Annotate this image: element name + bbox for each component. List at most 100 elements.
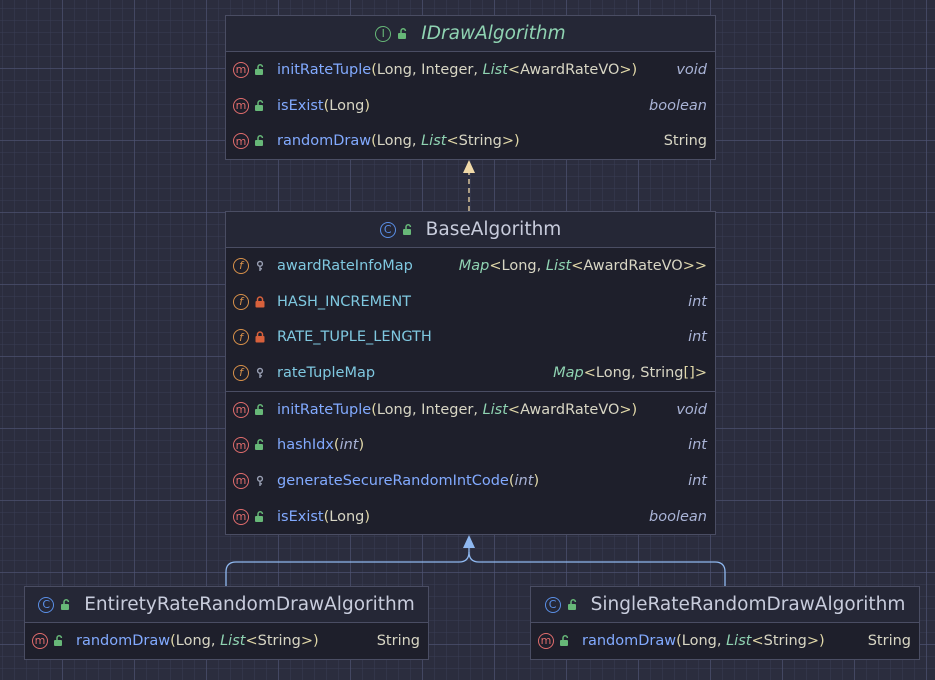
implements-arrowhead — [463, 160, 475, 173]
method-params: (Long, List<String>) — [676, 632, 825, 649]
package-key-icon — [252, 258, 268, 274]
field-icon: f — [233, 257, 249, 274]
method-return-type: String — [376, 632, 420, 649]
field-row[interactable]: f rateTupleMap Map<Long, String[]> — [226, 355, 715, 391]
class-methods: m randomDraw(Long, List<String>) String — [531, 623, 919, 659]
method-icon: m — [233, 472, 249, 489]
field-name: HASH_INCREMENT — [277, 293, 412, 310]
method-row[interactable]: m hashIdx(int) int — [226, 427, 715, 463]
method-icon: m — [32, 632, 48, 649]
class-box-singleraterandomdrawalgorithm[interactable]: C SingleRateRandomDrawAlgorithm m randomD… — [530, 586, 920, 660]
public-unlock-icon — [395, 26, 411, 42]
method-return-type: boolean — [649, 97, 707, 114]
field-name: awardRateInfoMap — [277, 257, 413, 274]
method-name: randomDraw — [277, 133, 372, 150]
interface-methods: m initRateTuple(Long, Integer, List<Award… — [226, 52, 715, 159]
method-row[interactable]: m isExist(Long) boolean — [226, 88, 715, 124]
method-return-type: int — [688, 472, 707, 489]
interface-box-idrawalgorithm[interactable]: I IDrawAlgorithm m initRateTuple(Long, In… — [225, 15, 716, 160]
interface-icon: I — [375, 25, 392, 42]
method-return-type: String — [867, 632, 911, 649]
method-icon: m — [233, 401, 249, 418]
method-name: generateSecureRandomIntCode — [277, 472, 509, 489]
public-unlock-icon — [58, 597, 74, 613]
method-params: (int) — [333, 437, 365, 454]
package-key-icon — [252, 473, 268, 489]
public-unlock-icon — [252, 98, 268, 114]
method-name: isExist — [277, 508, 324, 525]
method-name: initRateTuple — [277, 61, 372, 78]
method-icon: m — [233, 133, 249, 150]
public-unlock-icon — [252, 402, 268, 418]
extends-line-left — [225, 548, 470, 586]
method-row[interactable]: m generateSecureRandomIntCode(int) int — [226, 463, 715, 499]
field-type: int — [688, 293, 707, 310]
field-icon: f — [233, 364, 249, 381]
public-unlock-icon — [252, 437, 268, 453]
method-row[interactable]: m randomDraw(Long, List<String>) String — [226, 123, 715, 159]
interface-header: I IDrawAlgorithm — [226, 16, 715, 52]
public-unlock-icon — [252, 62, 268, 78]
class-title: SingleRateRandomDrawAlgorithm — [590, 594, 906, 615]
class-icon: C — [38, 596, 55, 613]
field-type: Map<Long, String[]> — [553, 364, 707, 381]
public-unlock-icon — [565, 597, 581, 613]
class-box-entiretyraterandomdrawalgorithm[interactable]: C EntiretyRateRandomDrawAlgorithm m rando… — [24, 586, 429, 660]
extends-arrowhead — [463, 535, 475, 548]
method-name: randomDraw — [76, 632, 171, 649]
method-icon: m — [233, 61, 249, 78]
method-params: (Long, Integer, List<AwardRateVO>) — [371, 401, 638, 418]
method-return-type: String — [663, 133, 707, 150]
method-params: (Long, List<String>) — [371, 133, 520, 150]
method-name: isExist — [277, 97, 324, 114]
class-header: C SingleRateRandomDrawAlgorithm — [531, 587, 919, 623]
method-return-type: int — [688, 437, 707, 454]
class-title: EntiretyRateRandomDrawAlgorithm — [84, 594, 415, 615]
class-header: C BaseAlgorithm — [226, 212, 715, 248]
field-row[interactable]: f awardRateInfoMap Map<Long, List<AwardRat… — [226, 248, 715, 284]
method-params: (Long) — [323, 97, 371, 114]
interface-title: IDrawAlgorithm — [421, 23, 566, 44]
method-icon: m — [233, 437, 249, 454]
method-params: (Long, List<String>) — [170, 632, 319, 649]
field-type: Map<Long, List<AwardRateVO>> — [458, 257, 707, 274]
class-title: BaseAlgorithm — [425, 219, 562, 240]
class-methods: m randomDraw(Long, List<String>) String — [25, 623, 428, 659]
class-header: C EntiretyRateRandomDrawAlgorithm — [25, 587, 428, 623]
method-params: (int) — [508, 472, 540, 489]
public-unlock-icon — [51, 633, 67, 649]
extends-line-right — [468, 551, 726, 586]
class-icon: C — [379, 221, 396, 238]
method-row[interactable]: m randomDraw(Long, List<String>) String — [25, 623, 428, 659]
method-row[interactable]: m initRateTuple(Long, Integer, List<Award… — [226, 392, 715, 428]
method-icon: m — [233, 97, 249, 114]
package-key-icon — [252, 365, 268, 381]
field-row[interactable]: f HASH_INCREMENT int — [226, 284, 715, 320]
public-unlock-icon — [400, 222, 416, 238]
method-return-type: void — [676, 61, 707, 78]
method-icon: m — [233, 508, 249, 525]
method-return-type: boolean — [649, 508, 707, 525]
class-icon: C — [544, 596, 561, 613]
method-name: randomDraw — [582, 632, 677, 649]
method-return-type: void — [676, 401, 707, 418]
class-fields: f awardRateInfoMap Map<Long, List<AwardRat… — [226, 248, 715, 391]
method-row[interactable]: m randomDraw(Long, List<String>) String — [531, 623, 919, 659]
class-methods: m initRateTuple(Long, Integer, List<Award… — [226, 390, 715, 535]
method-icon: m — [538, 632, 554, 649]
field-icon: f — [233, 329, 249, 346]
field-name: RATE_TUPLE_LENGTH — [277, 329, 432, 346]
public-unlock-icon — [252, 509, 268, 525]
private-lock-icon — [252, 294, 268, 310]
field-icon: f — [233, 293, 249, 310]
method-name: initRateTuple — [277, 401, 372, 418]
method-params: (Long, Integer, List<AwardRateVO>) — [371, 61, 638, 78]
method-row[interactable]: m initRateTuple(Long, Integer, List<Award… — [226, 52, 715, 88]
public-unlock-icon — [557, 633, 573, 649]
method-name: hashIdx — [277, 437, 334, 454]
public-unlock-icon — [252, 133, 268, 149]
field-name: rateTupleMap — [277, 364, 376, 381]
